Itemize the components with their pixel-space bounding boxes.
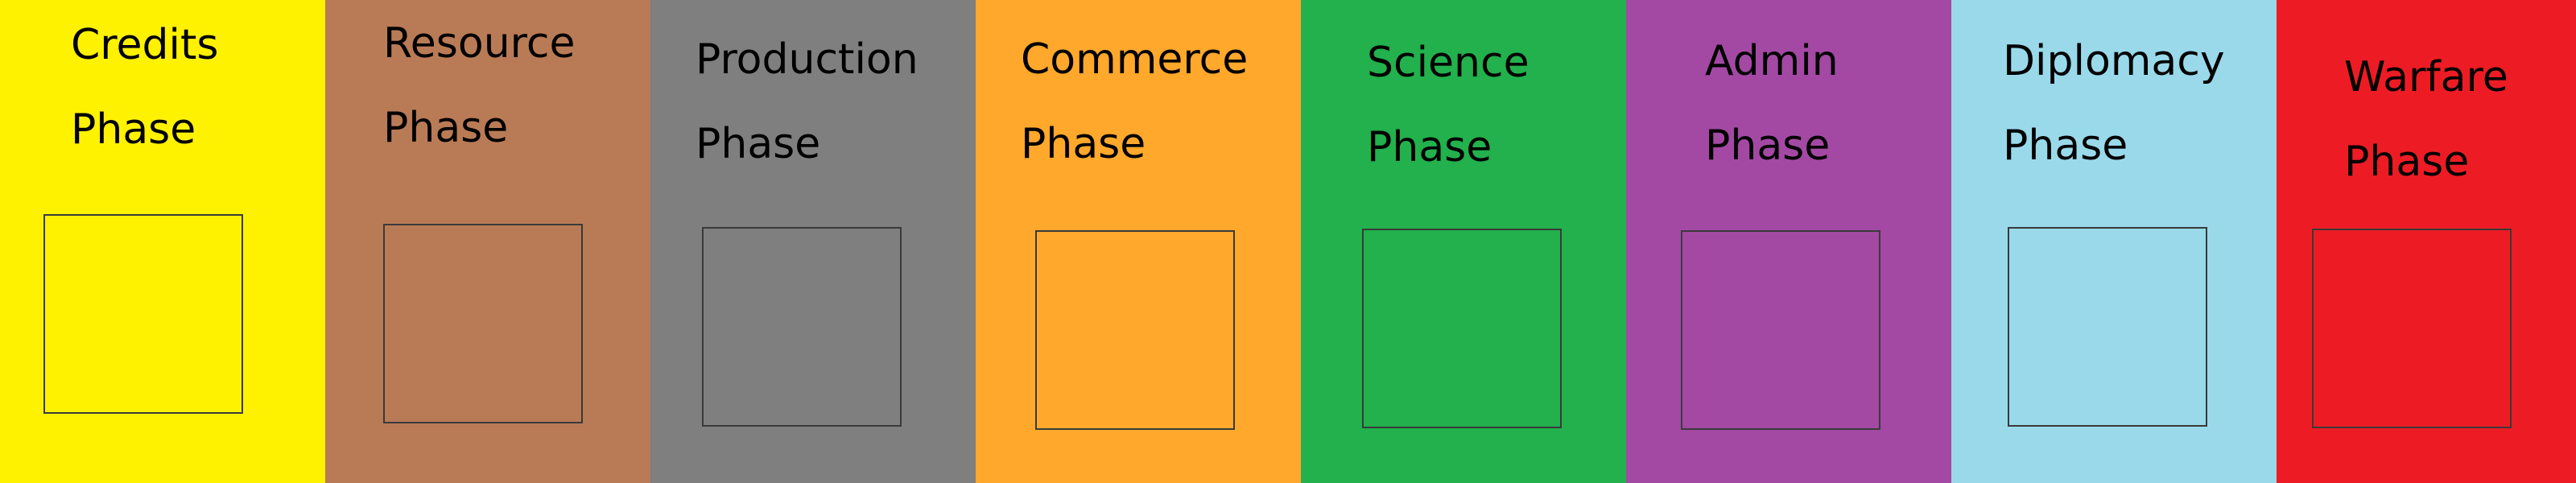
phase-title-line2: Phase (2344, 138, 2470, 186)
phase-title: Admin Phase (1705, 19, 1839, 188)
phase-title-line1: Warfare (2344, 53, 2508, 101)
credits-phase-panel: Credits Phase (0, 0, 325, 483)
phase-card-slot (1681, 230, 1880, 430)
production-phase-panel: Production Phase (650, 0, 976, 483)
phase-card-slot (1362, 229, 1562, 428)
phase-title-line2: Phase (2003, 122, 2128, 170)
commerce-phase-panel: Commerce Phase (976, 0, 1301, 483)
phase-card-slot (1035, 230, 1235, 430)
phase-title: Commerce Phase (1021, 18, 1248, 187)
phase-title-line1: Science (1367, 39, 1530, 87)
phase-card-slot (43, 214, 243, 414)
phase-title-line2: Phase (383, 104, 509, 152)
phase-title-line1: Production (696, 35, 919, 84)
phase-card-slot (383, 224, 583, 423)
admin-phase-panel: Admin Phase (1626, 0, 1951, 483)
phase-title: Diplomacy Phase (2003, 19, 2225, 188)
phase-title-line2: Phase (1021, 120, 1146, 168)
warfare-phase-panel: Warfare Phase (2277, 0, 2576, 483)
phase-card-slot (702, 227, 902, 427)
science-phase-panel: Science Phase (1301, 0, 1626, 483)
phase-title-line1: Credits (71, 21, 219, 69)
phase-title: Credits Phase (71, 3, 218, 172)
phase-title: Production Phase (696, 18, 919, 187)
resource-phase-panel: Resource Phase (325, 0, 650, 483)
phase-card-slot (2008, 227, 2207, 427)
phase-title-line1: Commerce (1021, 35, 1249, 84)
phase-title-line2: Phase (71, 105, 196, 154)
phase-title: Warfare Phase (2344, 35, 2508, 204)
phase-title-line2: Phase (1367, 123, 1492, 171)
phase-title-line1: Resource (383, 19, 576, 68)
phase-title-line2: Phase (696, 120, 821, 168)
phase-card-slot (2312, 229, 2512, 428)
diplomacy-phase-panel: Diplomacy Phase (1951, 0, 2277, 483)
phase-title: Science Phase (1367, 21, 1530, 190)
phase-title-line2: Phase (1705, 122, 1831, 170)
phase-title-line1: Diplomacy (2003, 37, 2225, 85)
phase-title-line1: Admin (1705, 37, 1839, 85)
phase-title: Resource Phase (383, 2, 575, 171)
